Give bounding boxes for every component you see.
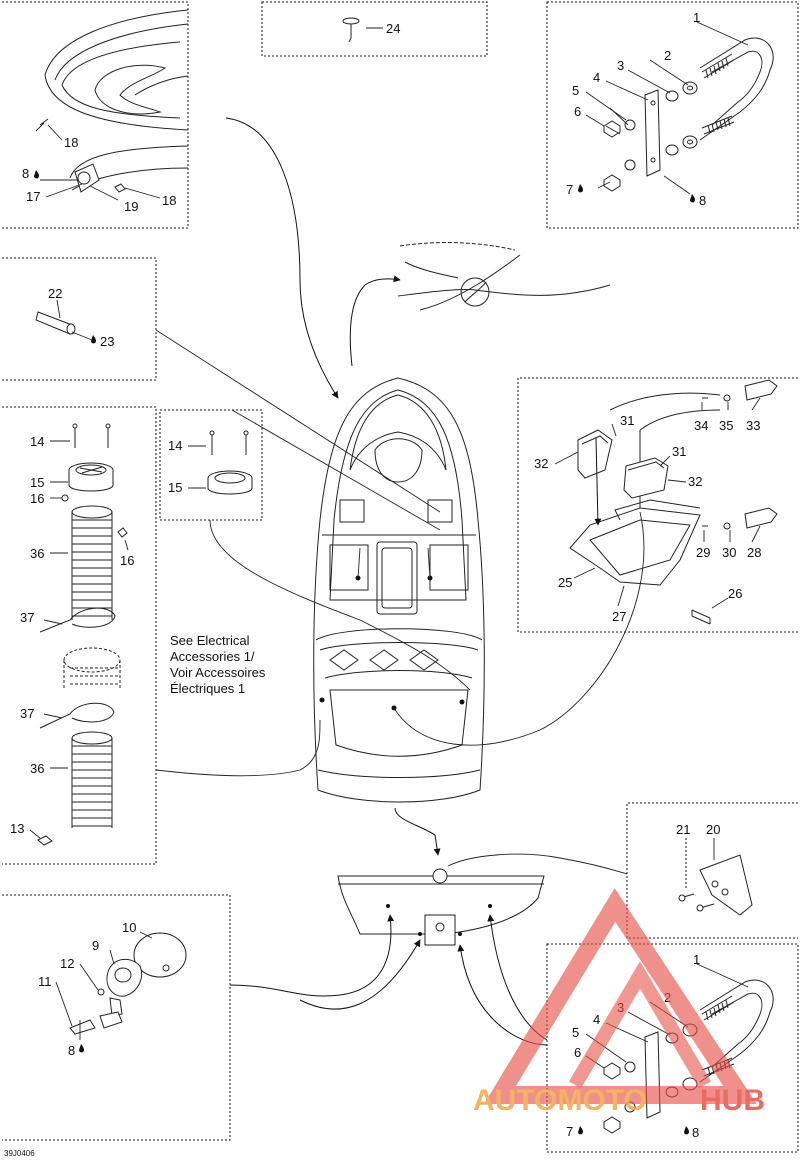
callout-14-small: 14 <box>168 438 182 453</box>
callout-4-b: 4 <box>593 1012 600 1027</box>
callout-34: 34 <box>694 418 708 433</box>
callout-36a: 36 <box>30 546 44 561</box>
frame-pad <box>2 257 157 381</box>
callout-2: 2 <box>664 48 671 63</box>
callout-32b: 32 <box>688 474 702 489</box>
frame-rack-top <box>546 1 799 229</box>
callout-1: 1 <box>693 10 700 25</box>
callout-32a: 32 <box>534 456 548 471</box>
note-line-4: Électriques 1 <box>170 681 245 696</box>
callout-11: 11 <box>38 974 52 989</box>
connector-lines <box>155 117 645 1046</box>
callout-31b: 31 <box>672 444 686 459</box>
hull-illustration <box>313 377 485 803</box>
callout-26: 26 <box>728 586 742 601</box>
callout-24: 24 <box>386 21 400 36</box>
callout-12: 12 <box>60 956 74 971</box>
bag-illustration: 31 32 31 32 34 35 33 29 30 28 25 27 26 <box>534 379 778 625</box>
callout-37a: 37 <box>20 610 34 625</box>
hose-upper <box>71 505 113 620</box>
callout-33: 33 <box>746 418 760 433</box>
callout-22: 22 <box>48 286 62 301</box>
callout-4: 4 <box>593 70 600 85</box>
callout-18b: 18 <box>162 193 176 208</box>
note-line-3: Voir Accessoires <box>170 665 266 680</box>
bracket-illustration: 21 20 <box>676 822 753 916</box>
callout-7: 7 <box>566 182 573 197</box>
frame-hatch-small <box>159 409 263 521</box>
callout-29: 29 <box>696 545 710 560</box>
callout-15-small: 15 <box>168 480 182 495</box>
hatch-left-illustration: 14 15 16 16 36 37 37 36 13 <box>10 423 134 846</box>
callout-35: 35 <box>719 418 733 433</box>
callout-8-drain: 8 <box>68 1043 75 1058</box>
callout-8: 8 <box>699 193 706 208</box>
watermark-text-2: HUB <box>700 1084 765 1117</box>
callout-25: 25 <box>558 575 572 590</box>
callout-10: 10 <box>122 920 136 935</box>
hatch-small-illustration: 14 15 <box>168 430 253 495</box>
frame-drain <box>2 894 231 1141</box>
spring-top <box>701 53 735 135</box>
callout-28: 28 <box>747 545 761 560</box>
callout-8-b: 8 <box>692 1125 699 1140</box>
callout-20: 20 <box>706 822 720 837</box>
callout-15: 15 <box>30 475 44 490</box>
frame-hood-front <box>2 1 189 229</box>
callout-16b: 16 <box>120 553 134 568</box>
callout-1-b: 1 <box>693 952 700 967</box>
callout-5: 5 <box>572 83 579 98</box>
callout-14: 14 <box>30 434 44 449</box>
watermark-text-1: AUTOMOTO <box>473 1084 647 1117</box>
drain-illustration: 10 9 12 11 8 <box>38 920 187 1058</box>
callout-19: 19 <box>124 199 138 214</box>
callout-36b: 36 <box>30 761 44 776</box>
callout-37b: 37 <box>20 706 34 721</box>
grease-drop-icon <box>34 170 40 179</box>
callout-30: 30 <box>722 545 736 560</box>
frame-bracket <box>626 802 798 939</box>
frame-screw-24: 24 <box>261 1 488 57</box>
frame-bag <box>517 377 798 633</box>
floating-part-illustration <box>397 242 611 311</box>
callout-21: 21 <box>676 822 690 837</box>
hood-front-illustration: 18 8 17 19 18 <box>22 9 189 214</box>
callout-31a: 31 <box>620 413 634 428</box>
note-line-2: Accessories 1/ <box>170 649 255 664</box>
callout-23: 23 <box>100 334 114 349</box>
callout-5-b: 5 <box>572 1025 579 1040</box>
callout-6: 6 <box>574 104 581 119</box>
pad-illustration: 22 23 <box>35 286 114 349</box>
automotohub-watermark: AUTOMOTO HUB <box>473 888 765 1117</box>
diagram-code: 39J0406 <box>4 1149 35 1158</box>
callout-13: 13 <box>10 821 24 836</box>
note-line-1: See Electrical <box>170 633 250 648</box>
callout-17: 17 <box>26 189 40 204</box>
frame-hatch-left <box>2 406 157 865</box>
callout-8-hood: 8 <box>22 166 29 181</box>
callout-18a: 18 <box>64 135 78 150</box>
callout-6-b: 6 <box>574 1045 581 1060</box>
frame-rack-bottom <box>546 943 799 1153</box>
rack-top-illustration: 1 2 3 4 5 6 7 8 <box>566 10 774 208</box>
hose-lower <box>71 731 113 828</box>
electrical-note: See Electrical Accessories 1/ Voir Acces… <box>170 633 266 696</box>
callout-7-b: 7 <box>566 1124 573 1139</box>
callout-27: 27 <box>612 609 626 624</box>
stern-illustration <box>337 868 545 946</box>
callout-9: 9 <box>92 938 99 953</box>
callout-3: 3 <box>617 58 624 73</box>
callout-16a: 16 <box>30 491 44 506</box>
